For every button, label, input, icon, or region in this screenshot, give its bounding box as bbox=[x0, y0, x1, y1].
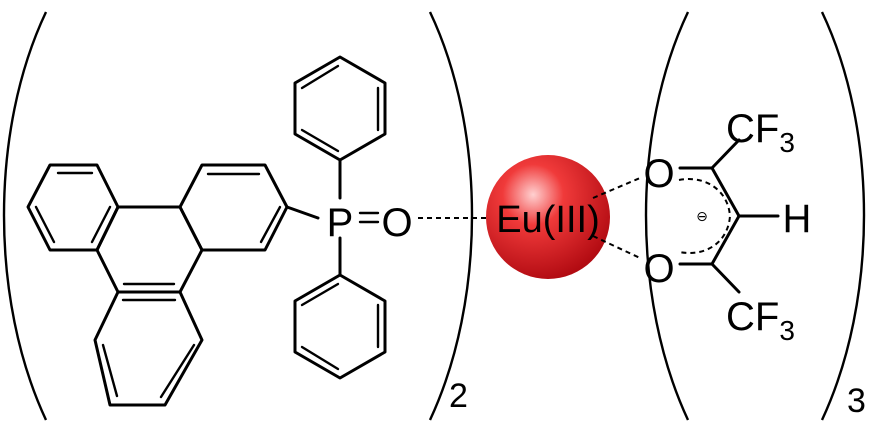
left-open-parenthesis bbox=[2, 11, 48, 421]
europium-sphere bbox=[486, 155, 610, 279]
top-phenyl-group bbox=[293, 55, 387, 200]
hfac-ligand: O O CF3 CF3 H ⊖ bbox=[643, 107, 811, 346]
bottom-phenyl-group bbox=[293, 236, 387, 380]
left-close-parenthesis bbox=[428, 11, 474, 421]
europium-label: Eu(III) bbox=[496, 199, 599, 241]
cf3-top-label: CF3 bbox=[726, 107, 795, 158]
hfac-oxygen-top-label: O bbox=[643, 152, 674, 196]
right-open-parenthesis bbox=[644, 11, 690, 421]
cf3-bottom-label: CF3 bbox=[726, 295, 795, 346]
left-ligand-count-subscript: 2 bbox=[449, 377, 468, 415]
phenanthrene-group bbox=[26, 163, 289, 407]
phosphine-oxide-oxygen-label: O bbox=[381, 201, 412, 245]
right-ligand-count-subscript: 3 bbox=[847, 382, 866, 420]
right-close-parenthesis bbox=[820, 11, 866, 421]
aryl-p-bond bbox=[285, 205, 320, 220]
hydrogen-label: H bbox=[783, 197, 812, 241]
hfac-oxygen-bottom-label: O bbox=[643, 247, 674, 291]
phosphorus-label: P bbox=[327, 201, 354, 245]
negative-charge-icon: ⊖ bbox=[696, 208, 708, 224]
